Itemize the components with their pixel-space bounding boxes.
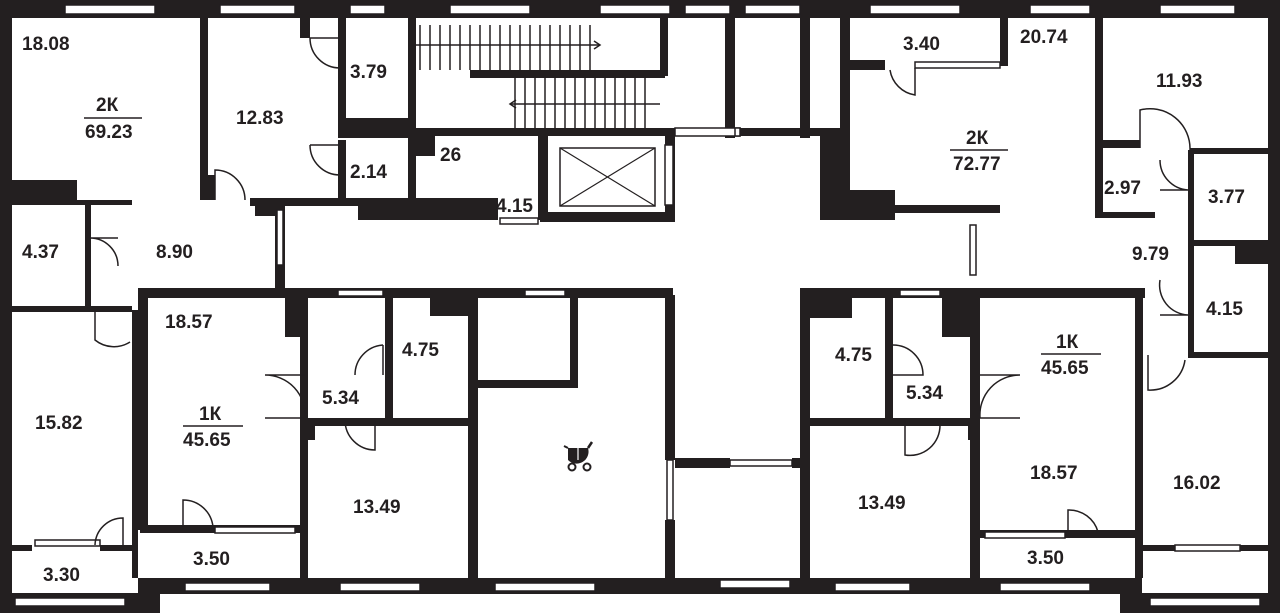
room-area: 2.97 (1104, 178, 1141, 199)
room-area: 3.77 (1208, 187, 1245, 208)
apartment-label-1k-right: 1К 45.65 (1041, 332, 1101, 379)
room-area: 12.83 (236, 108, 284, 129)
room-area: 20.74 (1020, 27, 1068, 48)
room-area: 5.34 (906, 383, 943, 404)
room-area: 5.34 (322, 388, 359, 409)
room-area: 4.37 (22, 242, 59, 263)
apartment-label-2k-right: 2К 72.77 (950, 128, 1008, 175)
room-area: 11.93 (1156, 71, 1203, 92)
corridor-windows (34, 61, 1241, 552)
room-labels: 18.08 12.83 3.79 2.14 26 4.15 3.40 20.74… (22, 27, 1245, 586)
elevator-icon (559, 147, 656, 207)
staircase-icon (415, 25, 660, 128)
room-area: 3.50 (1027, 548, 1064, 569)
room-area: 13.49 (353, 497, 401, 518)
room-area: 18.08 (22, 34, 70, 55)
apartment-label-2k-left: 2К 69.23 (84, 95, 142, 143)
room-area: 4.75 (835, 345, 872, 366)
svg-text:45.65: 45.65 (183, 430, 231, 451)
room-area: 3.40 (903, 34, 940, 55)
room-area: 16.02 (1173, 473, 1221, 494)
room-area: 3.30 (43, 565, 80, 586)
doors (89, 37, 1191, 546)
svg-text:1К: 1К (1056, 332, 1079, 353)
room-area: 18.57 (165, 312, 213, 333)
room-area: 9.79 (1132, 244, 1169, 265)
room-area: 3.79 (350, 62, 387, 83)
stroller-icon (563, 441, 594, 472)
svg-text:45.65: 45.65 (1041, 358, 1089, 379)
room-area: 4.15 (496, 196, 533, 217)
svg-text:2К: 2К (96, 95, 119, 116)
room-area: 26 (440, 145, 461, 166)
apartment-label-1k-left: 1К 45.65 (183, 404, 243, 451)
room-area: 3.50 (193, 549, 230, 570)
svg-text:2К: 2К (966, 128, 989, 149)
room-area: 13.49 (858, 493, 906, 514)
room-area: 18.57 (1030, 463, 1078, 484)
room-area: 15.82 (35, 413, 83, 434)
room-area: 8.90 (156, 242, 193, 263)
room-area: 2.14 (350, 162, 387, 183)
windows (14, 4, 1261, 607)
svg-text:1К: 1К (199, 404, 222, 425)
svg-text:69.23: 69.23 (85, 122, 133, 143)
interior-walls (12, 18, 1268, 585)
room-area: 4.15 (1206, 299, 1243, 320)
svg-text:72.77: 72.77 (953, 154, 1001, 175)
room-area: 4.75 (402, 340, 439, 361)
